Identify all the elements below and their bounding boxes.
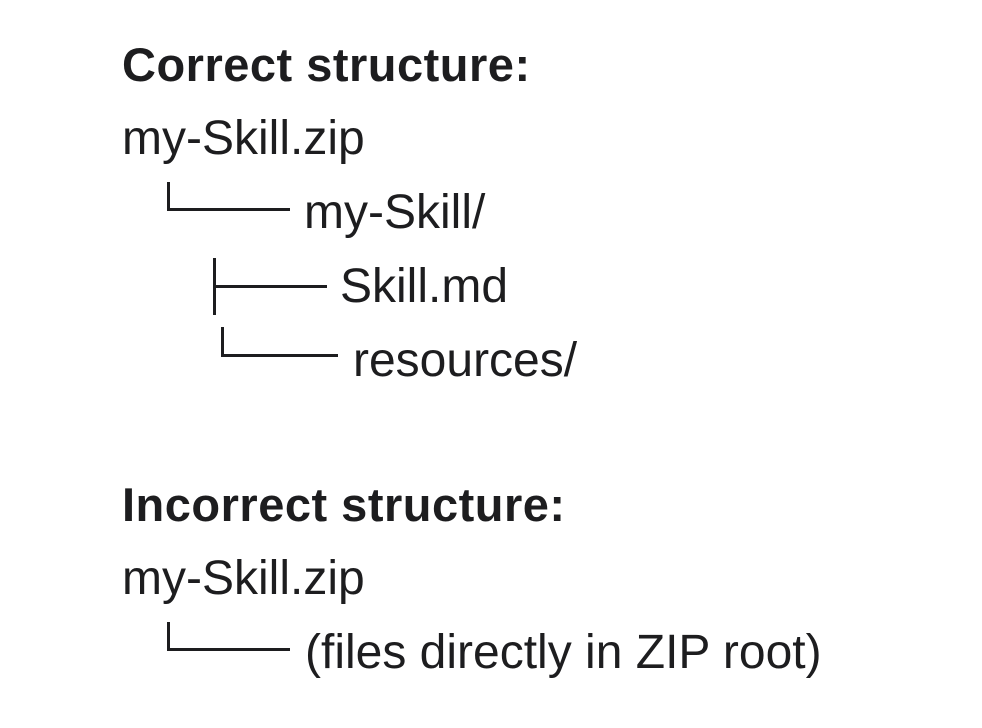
zip-root-line: my-Skill.zip <box>122 102 982 176</box>
tree-branch: (files directly in ZIP root) <box>122 616 982 690</box>
zip-root-label: my-Skill.zip <box>122 552 365 605</box>
tree-elbow-connector <box>167 622 290 651</box>
branch-label: my-Skill/ <box>304 186 486 239</box>
branch-label: resources/ <box>353 334 578 387</box>
branch-label: (files directly in ZIP root) <box>305 626 822 679</box>
document-body: Correct structure: my-Skill.zip my-Skill… <box>122 28 982 690</box>
branch-label: Skill.md <box>340 260 509 313</box>
tree-elbow-connector <box>221 327 338 357</box>
tree-branch: my-Skill/ <box>122 176 982 250</box>
section-heading-incorrect: Incorrect structure: <box>122 478 566 531</box>
section-heading-correct: Correct structure: <box>122 38 531 91</box>
zip-root-line: my-Skill.zip <box>122 542 982 616</box>
tree-branch: Skill.md <box>122 250 982 324</box>
incorrect-structure-section: Incorrect structure: my-Skill.zip (files… <box>122 468 982 690</box>
tree-tee-connector-arm <box>213 285 327 288</box>
correct-structure-section: Correct structure: my-Skill.zip my-Skill… <box>122 28 982 398</box>
zip-root-label: my-Skill.zip <box>122 112 365 165</box>
tree-elbow-connector <box>167 182 290 211</box>
section-divider-space <box>122 398 982 468</box>
tree-branch: resources/ <box>122 324 982 398</box>
